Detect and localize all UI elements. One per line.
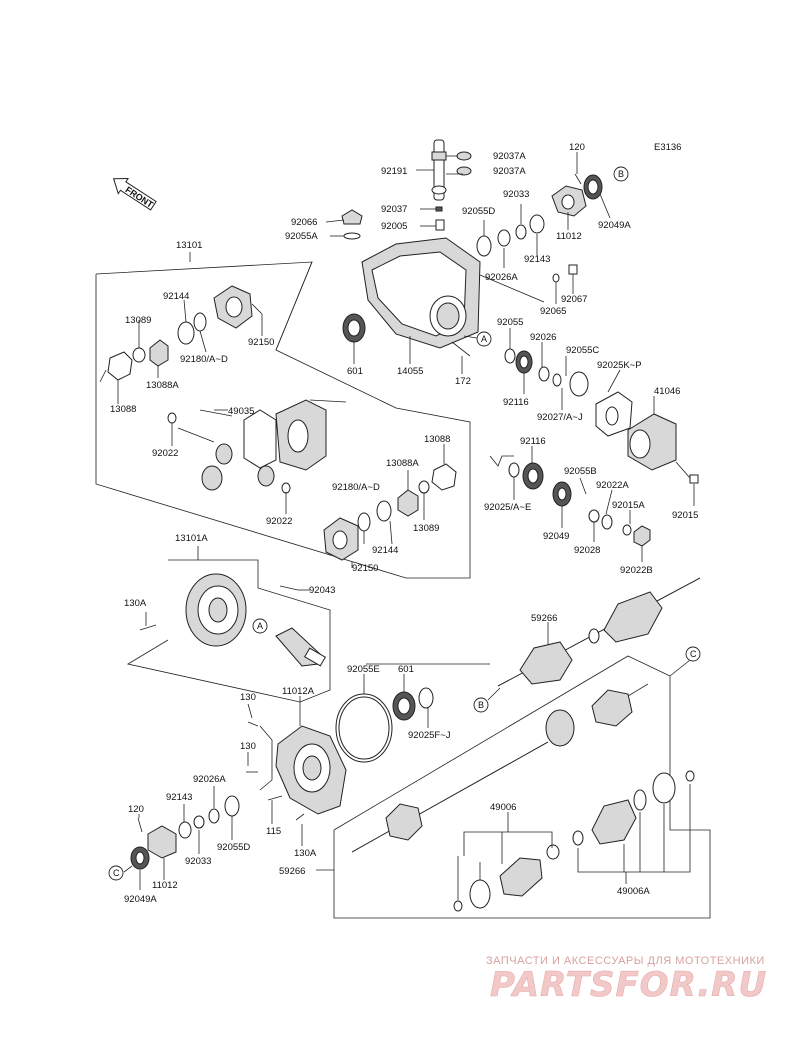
callout-c (108, 865, 124, 881)
drive-shaft-upper (497, 577, 701, 687)
part-label: 92055A (285, 231, 318, 242)
part-label: 92022B (620, 565, 653, 576)
part-label: 41046 (654, 386, 680, 397)
part-label: 92055B (564, 466, 597, 477)
diagram-code: E3136 (654, 142, 681, 153)
front-arrow-icon: FRONT (112, 178, 157, 211)
part-label: 92026A (193, 774, 226, 785)
part-label: 13088 (110, 404, 136, 415)
part-label: 92067 (561, 294, 587, 305)
part-label: 92150 (352, 563, 378, 574)
part-label: 601 (347, 366, 363, 377)
part-label: 601 (398, 664, 414, 675)
rear-cover-assembly (123, 696, 347, 890)
callout-b (613, 166, 629, 182)
part-label: 92191 (381, 166, 407, 177)
drive-shaft-lower (316, 655, 711, 919)
part-label: 92180/A~D (332, 482, 380, 493)
gear-case-assembly (325, 139, 611, 374)
part-label: 13088 (424, 434, 450, 445)
part-label: 92055C (566, 345, 599, 356)
part-label: 92143 (524, 254, 550, 265)
callout-a-label: A (481, 334, 487, 344)
part-label: 92066 (291, 217, 317, 228)
part-label: 92022 (266, 516, 292, 527)
part-label: 92055 (497, 317, 523, 328)
part-label: 59266 (279, 866, 305, 877)
part-label: 92022 (152, 448, 178, 459)
part-label: 92033 (503, 189, 529, 200)
part-label: 92025F~J (408, 730, 451, 741)
part-label: 92025/A~E (484, 502, 531, 513)
part-label: 92037A (493, 166, 526, 177)
part-label: 92150 (248, 337, 274, 348)
part-label: 13089 (125, 315, 151, 326)
part-label: 172 (455, 376, 471, 387)
callout-a (252, 618, 268, 634)
part-label: 13101 (176, 240, 202, 251)
part-label: 92005 (381, 221, 407, 232)
callout-c-label: C (690, 649, 697, 659)
part-label: 92144 (372, 545, 398, 556)
part-label: 92180/A~D (180, 354, 228, 365)
part-label: 92037A (493, 151, 526, 162)
part-label: 13088A (386, 458, 419, 469)
watermark-logo: PARTSFOR.RU (490, 965, 767, 1005)
part-label: 13089 (413, 523, 439, 534)
part-label: 14055 (397, 366, 423, 377)
part-label: 11012 (556, 231, 582, 242)
part-label: 92033 (185, 856, 211, 867)
part-label: 11012A (282, 686, 315, 697)
part-label: 92015A (612, 500, 645, 511)
part-label: 92049A (124, 894, 157, 905)
part-label: 92025K~P (597, 360, 642, 371)
callout-b (473, 697, 489, 713)
part-label: 49006 (490, 802, 516, 813)
callout-c-label: C (113, 868, 120, 878)
part-label: 92027/A~J (537, 412, 583, 423)
callout-a-label: A (257, 621, 263, 631)
part-label: 11012 (152, 880, 178, 891)
part-label: 92043 (309, 585, 335, 596)
part-label: 92144 (163, 291, 189, 302)
part-label: 92065 (540, 306, 566, 317)
part-label: 92055E (347, 664, 380, 675)
part-label: 92049 (543, 531, 569, 542)
part-label: 13101A (175, 533, 208, 544)
watermark-tagline: ЗАПЧАСТИ И АКСЕССУАРЫ ДЛЯ МОТОТЕХНИКИ (486, 955, 765, 967)
part-label: 130A (294, 848, 317, 859)
part-label: 92026A (485, 272, 518, 283)
part-label: 59266 (531, 613, 557, 624)
part-label: 92028 (574, 545, 600, 556)
part-label: 130A (124, 598, 147, 609)
part-label: 130 (240, 692, 256, 703)
pinion-housing-assembly (489, 328, 699, 562)
ring-gear-assembly: 13101A (126, 533, 331, 703)
part-label: 92037 (381, 204, 407, 215)
output-seal-group (335, 663, 490, 763)
part-label: 13088A (146, 380, 179, 391)
callout-a (476, 331, 492, 347)
part-label: 92015 (672, 510, 698, 521)
part-label: 92055D (217, 842, 250, 853)
part-label: 120 (569, 142, 585, 153)
callout-c (685, 646, 701, 662)
part-label: 92055D (462, 206, 495, 217)
part-label: 92143 (166, 792, 192, 803)
part-label: 92022A (596, 480, 629, 491)
part-label: 49006A (617, 886, 650, 897)
part-label: 92026 (530, 332, 556, 343)
callout-b-label: B (618, 169, 624, 179)
callout-b-label: B (478, 700, 484, 710)
part-label: 49035 (228, 406, 254, 417)
front-label: FRONT (124, 184, 156, 210)
part-label: 92049A (598, 220, 631, 231)
part-label: 130 (240, 741, 256, 752)
part-label: 92116 (503, 397, 529, 408)
part-label: 120 (128, 804, 144, 815)
part-label: 115 (266, 826, 281, 837)
part-label: 92116 (520, 436, 546, 447)
differential-assembly: 13101 (95, 240, 471, 579)
